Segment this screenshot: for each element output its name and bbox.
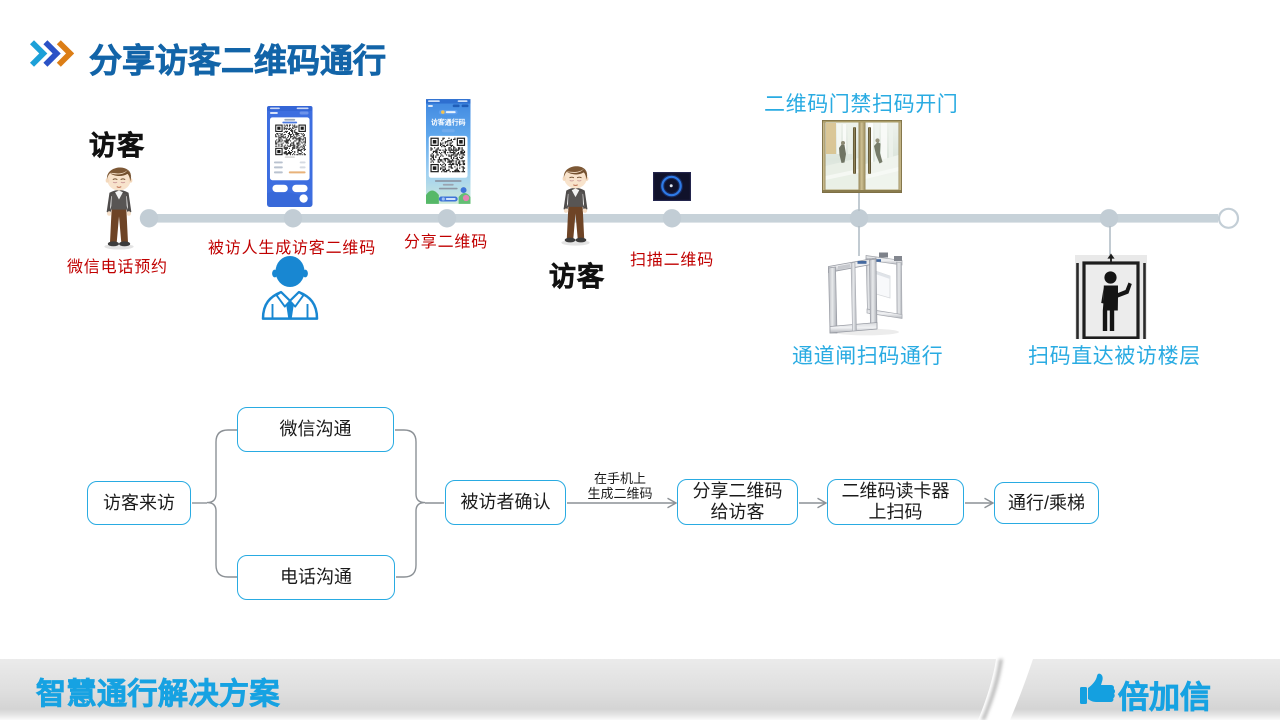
svg-text:访客通行码: 访客通行码 xyxy=(431,117,466,126)
